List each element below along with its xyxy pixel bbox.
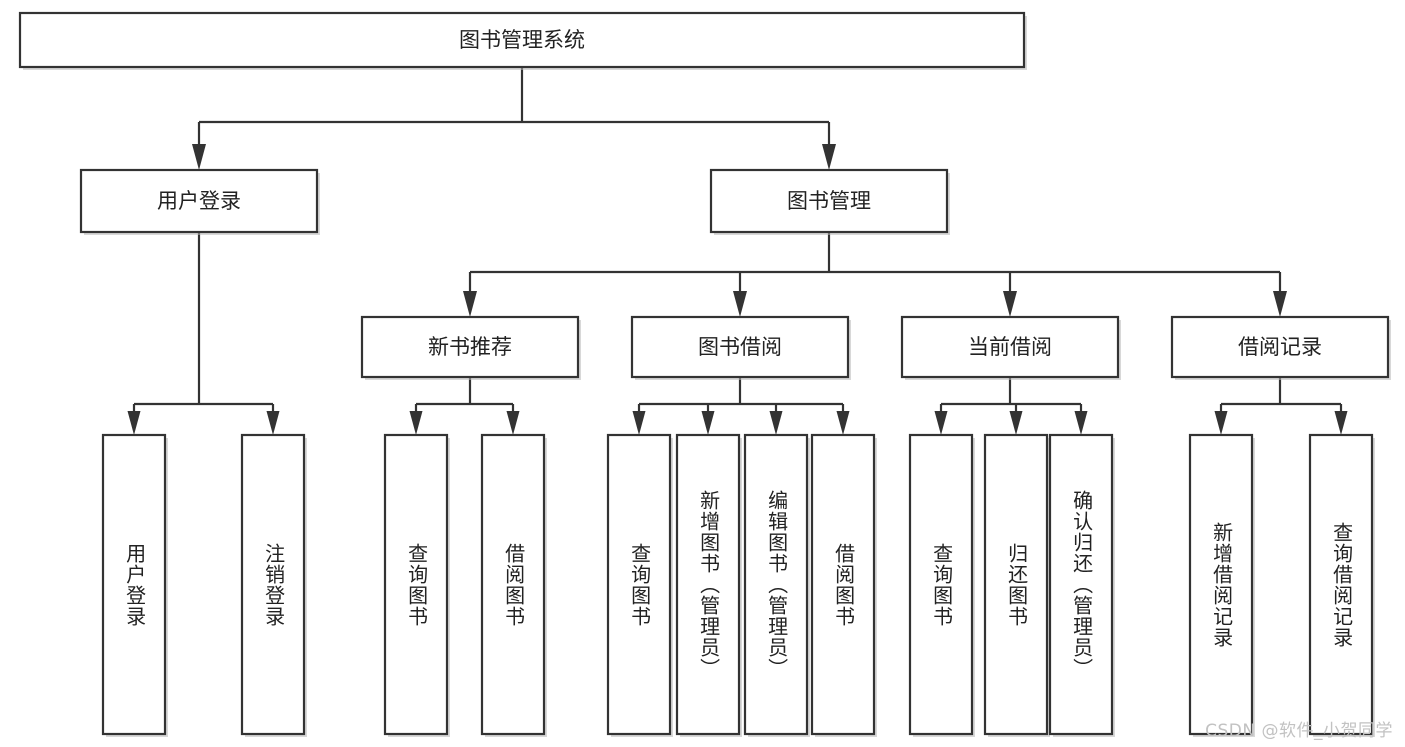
arrow-head-icon	[1214, 411, 1228, 435]
arrow-head-icon	[1273, 291, 1287, 317]
node-leaf-box-12[interactable]	[1308, 433, 1374, 736]
node-level3-box-3[interactable]	[1170, 315, 1390, 379]
node-level3-label-3: 借阅记录	[1238, 335, 1322, 359]
arrow-head-icon	[192, 144, 206, 170]
watermark: CSDN @软件_小贺同学	[1205, 721, 1393, 741]
node-level2-label-0: 用户登录	[157, 189, 241, 213]
node-level2-box-0[interactable]	[79, 168, 319, 234]
node-level2-box-1[interactable]	[709, 168, 949, 234]
node-level3-box-0[interactable]	[360, 315, 580, 379]
node-level2-label-1: 图书管理	[787, 189, 871, 213]
node-leaf-box-4[interactable]	[606, 433, 672, 736]
arrow-head-icon	[822, 144, 836, 170]
node-root-label: 图书管理系统	[459, 28, 585, 52]
arrow-head-icon	[127, 411, 141, 435]
node-level3-label-2: 当前借阅	[968, 335, 1052, 359]
arrow-head-icon	[632, 411, 646, 435]
arrow-head-icon	[836, 411, 850, 435]
node-leaf-box-2[interactable]	[383, 433, 449, 736]
node-leaf-box-5[interactable]	[675, 433, 741, 736]
arrow-head-icon	[409, 411, 423, 435]
node-leaf-box-7[interactable]	[810, 433, 876, 736]
arrow-head-icon	[769, 411, 783, 435]
node-level3-label-0: 新书推荐	[428, 335, 512, 359]
arrow-head-icon	[463, 291, 477, 317]
node-leaf-box-8[interactable]	[908, 433, 974, 736]
arrow-head-icon	[701, 411, 715, 435]
arrow-head-icon	[1074, 411, 1088, 435]
arrow-head-icon	[506, 411, 520, 435]
node-leaf-box-11[interactable]	[1188, 433, 1254, 736]
node-level3-label-1: 图书借阅	[698, 335, 782, 359]
arrow-head-icon	[1003, 291, 1017, 317]
node-leaf-box-10[interactable]	[1048, 433, 1114, 736]
arrow-head-icon	[1009, 411, 1023, 435]
node-level3-box-2[interactable]	[900, 315, 1120, 379]
connector-layer	[127, 67, 1348, 435]
arrow-head-icon	[934, 411, 948, 435]
node-leaf-box-6[interactable]	[743, 433, 809, 736]
arrow-head-icon	[1334, 411, 1348, 435]
node-leaf-box-3[interactable]	[480, 433, 546, 736]
node-leaf-box-0[interactable]	[101, 433, 167, 736]
node-root-box[interactable]	[18, 11, 1026, 69]
node-level3-box-1[interactable]	[630, 315, 850, 379]
box-layer	[18, 11, 1391, 737]
arrow-head-icon	[266, 411, 280, 435]
arrow-head-icon	[733, 291, 747, 317]
node-leaf-box-1[interactable]	[240, 433, 306, 736]
node-leaf-box-9[interactable]	[983, 433, 1049, 736]
